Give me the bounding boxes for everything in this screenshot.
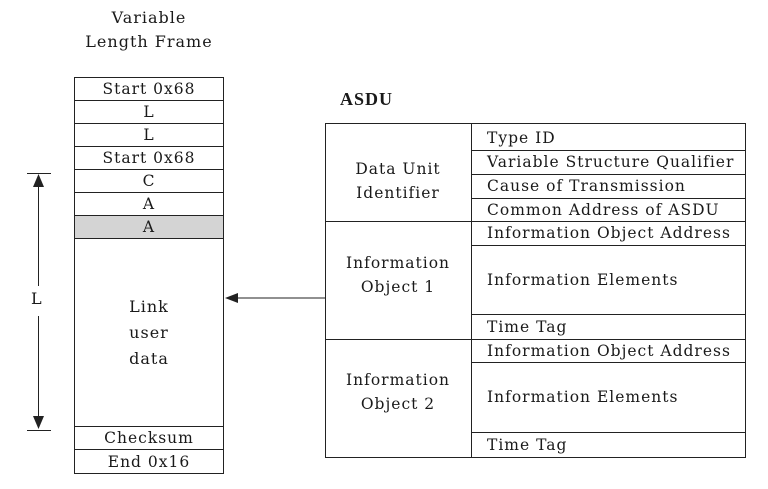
field-separator xyxy=(471,362,746,363)
asdu-title: ASDU xyxy=(340,89,394,109)
frame-row-length: L xyxy=(75,101,223,124)
length-line-upper xyxy=(38,180,39,286)
frame-row-start-repeat: Start 0x68 xyxy=(75,147,223,170)
frame-row-checksum: Checksum xyxy=(75,427,223,450)
arrow-left-icon xyxy=(225,293,238,303)
length-line-lower xyxy=(38,316,39,424)
frame-row-address: A xyxy=(75,193,223,216)
group-label-line2: Object 2 xyxy=(360,395,436,413)
arrow-down-icon xyxy=(33,416,44,429)
field-information-elements: Information Elements xyxy=(487,271,679,289)
field-type-id: Type ID xyxy=(487,129,556,147)
frame-title: Variable Length Frame xyxy=(74,6,224,54)
frame-title-line1: Variable xyxy=(111,8,187,27)
field-separator xyxy=(471,198,746,199)
frame-row-end: End 0x16 xyxy=(107,452,191,471)
arrow-up-icon xyxy=(33,174,44,187)
group-label-line1: Information xyxy=(345,254,451,272)
frame-row-control: C xyxy=(75,170,223,193)
group-information-object-1: Information Object 1 xyxy=(325,251,471,299)
group-data-unit-identifier: Data Unit Identifier xyxy=(325,157,471,205)
length-bottom-tick xyxy=(27,430,51,431)
group-label-line2: Identifier xyxy=(356,184,440,202)
user-data-line2: user xyxy=(129,322,169,342)
group-separator-2 xyxy=(325,339,746,340)
field-separator xyxy=(471,174,746,175)
group-label-line1: Data Unit xyxy=(355,160,441,178)
length-top-tick xyxy=(27,173,51,174)
asdu-table xyxy=(325,123,746,458)
field-information-object-address: Information Object Address xyxy=(487,224,731,242)
field-common-address: Common Address of ASDU xyxy=(487,201,720,219)
field-separator xyxy=(471,314,746,315)
field-time-tag: Time Tag xyxy=(487,436,568,454)
length-label: L xyxy=(31,289,42,308)
field-separator xyxy=(471,150,746,151)
field-information-elements: Information Elements xyxy=(487,388,679,406)
user-data-line1: Link xyxy=(129,296,169,316)
variable-length-frame: Start 0x68 L L Start 0x68 C A A Link use… xyxy=(74,77,224,474)
connector-arrow-icon xyxy=(225,293,325,303)
frame-row-link-user-data: Link user data xyxy=(75,239,223,427)
length-arrowheads-icon xyxy=(33,174,44,429)
group-label-line2: Object 1 xyxy=(360,278,436,296)
group-label-line1: Information xyxy=(345,371,451,389)
frame-row-start: Start 0x68 xyxy=(75,78,223,101)
group-separator-1 xyxy=(325,221,746,222)
field-information-object-address: Information Object Address xyxy=(487,342,731,360)
frame-title-line2: Length Frame xyxy=(85,32,213,51)
user-data-line3: data xyxy=(129,348,169,368)
frame-row-length-repeat: L xyxy=(75,124,223,147)
field-cause-of-transmission: Cause of Transmission xyxy=(487,177,686,195)
group-information-object-2: Information Object 2 xyxy=(325,368,471,416)
field-separator xyxy=(471,432,746,433)
frame-row-address-shaded: A xyxy=(75,216,223,239)
field-variable-structure-qualifier: Variable Structure Qualifier xyxy=(487,153,735,171)
asdu-divider xyxy=(471,123,472,458)
field-time-tag: Time Tag xyxy=(487,318,568,336)
field-separator xyxy=(471,245,746,246)
